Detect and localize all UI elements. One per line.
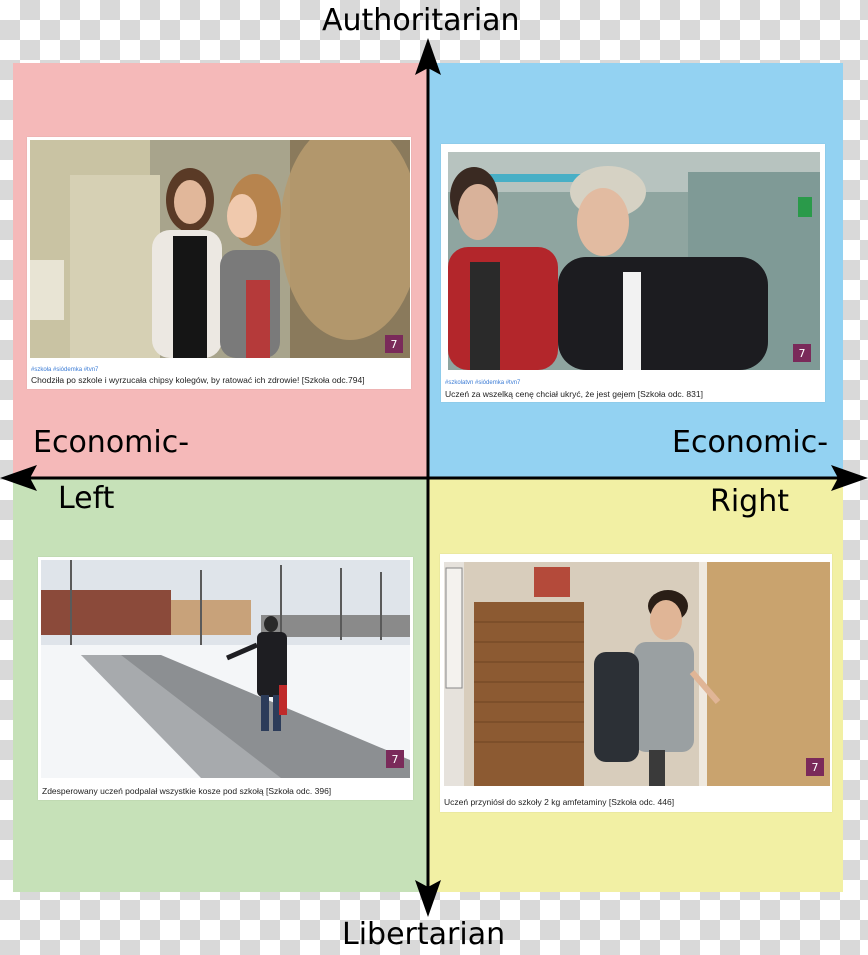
- video-tags[interactable]: #szkolatvn #siódemka #tvn7: [445, 380, 521, 386]
- card-libertarian-right: 7 Uczeń przyniósł do szkoły 2 kg amfetam…: [440, 554, 832, 812]
- axis-label-economic-left-line2: Left: [58, 481, 115, 516]
- tvn7-badge: 7: [391, 338, 398, 351]
- axis-label-economic-right-line1: Economic-: [672, 425, 829, 460]
- tvn7-badge: 7: [392, 753, 399, 766]
- card-libertarian-left: 7 Zdesperowany uczeń podpalał wszystkie …: [38, 557, 413, 800]
- video-thumbnail-boy-at-door: 7: [444, 562, 830, 786]
- video-title[interactable]: Uczeń przyniósł do szkoły 2 kg amfetamin…: [444, 797, 675, 807]
- video-title[interactable]: Zdesperowany uczeń podpalał wszystkie ko…: [42, 786, 332, 796]
- axis-label-economic-right-line2: Right: [710, 484, 789, 519]
- video-title[interactable]: Uczeń za wszelką cenę chciał ukryć, że j…: [445, 389, 703, 399]
- arrow-down-icon: [415, 880, 441, 917]
- card-authoritarian-left: 7 #szkoła #siódemka #tvn7 Chodziła po sz…: [27, 137, 411, 389]
- card-authoritarian-right: 7 #szkolatvn #siódemka #tvn7 Uczeń za ws…: [441, 144, 825, 402]
- tvn7-badge: 7: [799, 347, 806, 360]
- arrow-right-icon: [831, 465, 868, 491]
- axis-label-libertarian: Libertarian: [342, 917, 506, 952]
- axis-label-economic-left-line1: Economic-: [33, 425, 190, 460]
- video-tags[interactable]: #szkoła #siódemka #tvn7: [31, 367, 99, 373]
- video-thumbnail-snowy-schoolyard: 7: [41, 560, 410, 778]
- arrow-up-icon: [415, 38, 441, 75]
- axis-label-authoritarian: Authoritarian: [322, 3, 520, 38]
- video-title[interactable]: Chodziła po szkole i wyrzucała chipsy ko…: [31, 375, 365, 385]
- video-thumbnail-boys-corridor: 7: [448, 152, 820, 370]
- video-thumbnail-girls-hallway: 7: [30, 140, 410, 358]
- tvn7-badge: 7: [812, 761, 819, 774]
- arrow-left-icon: [0, 465, 37, 491]
